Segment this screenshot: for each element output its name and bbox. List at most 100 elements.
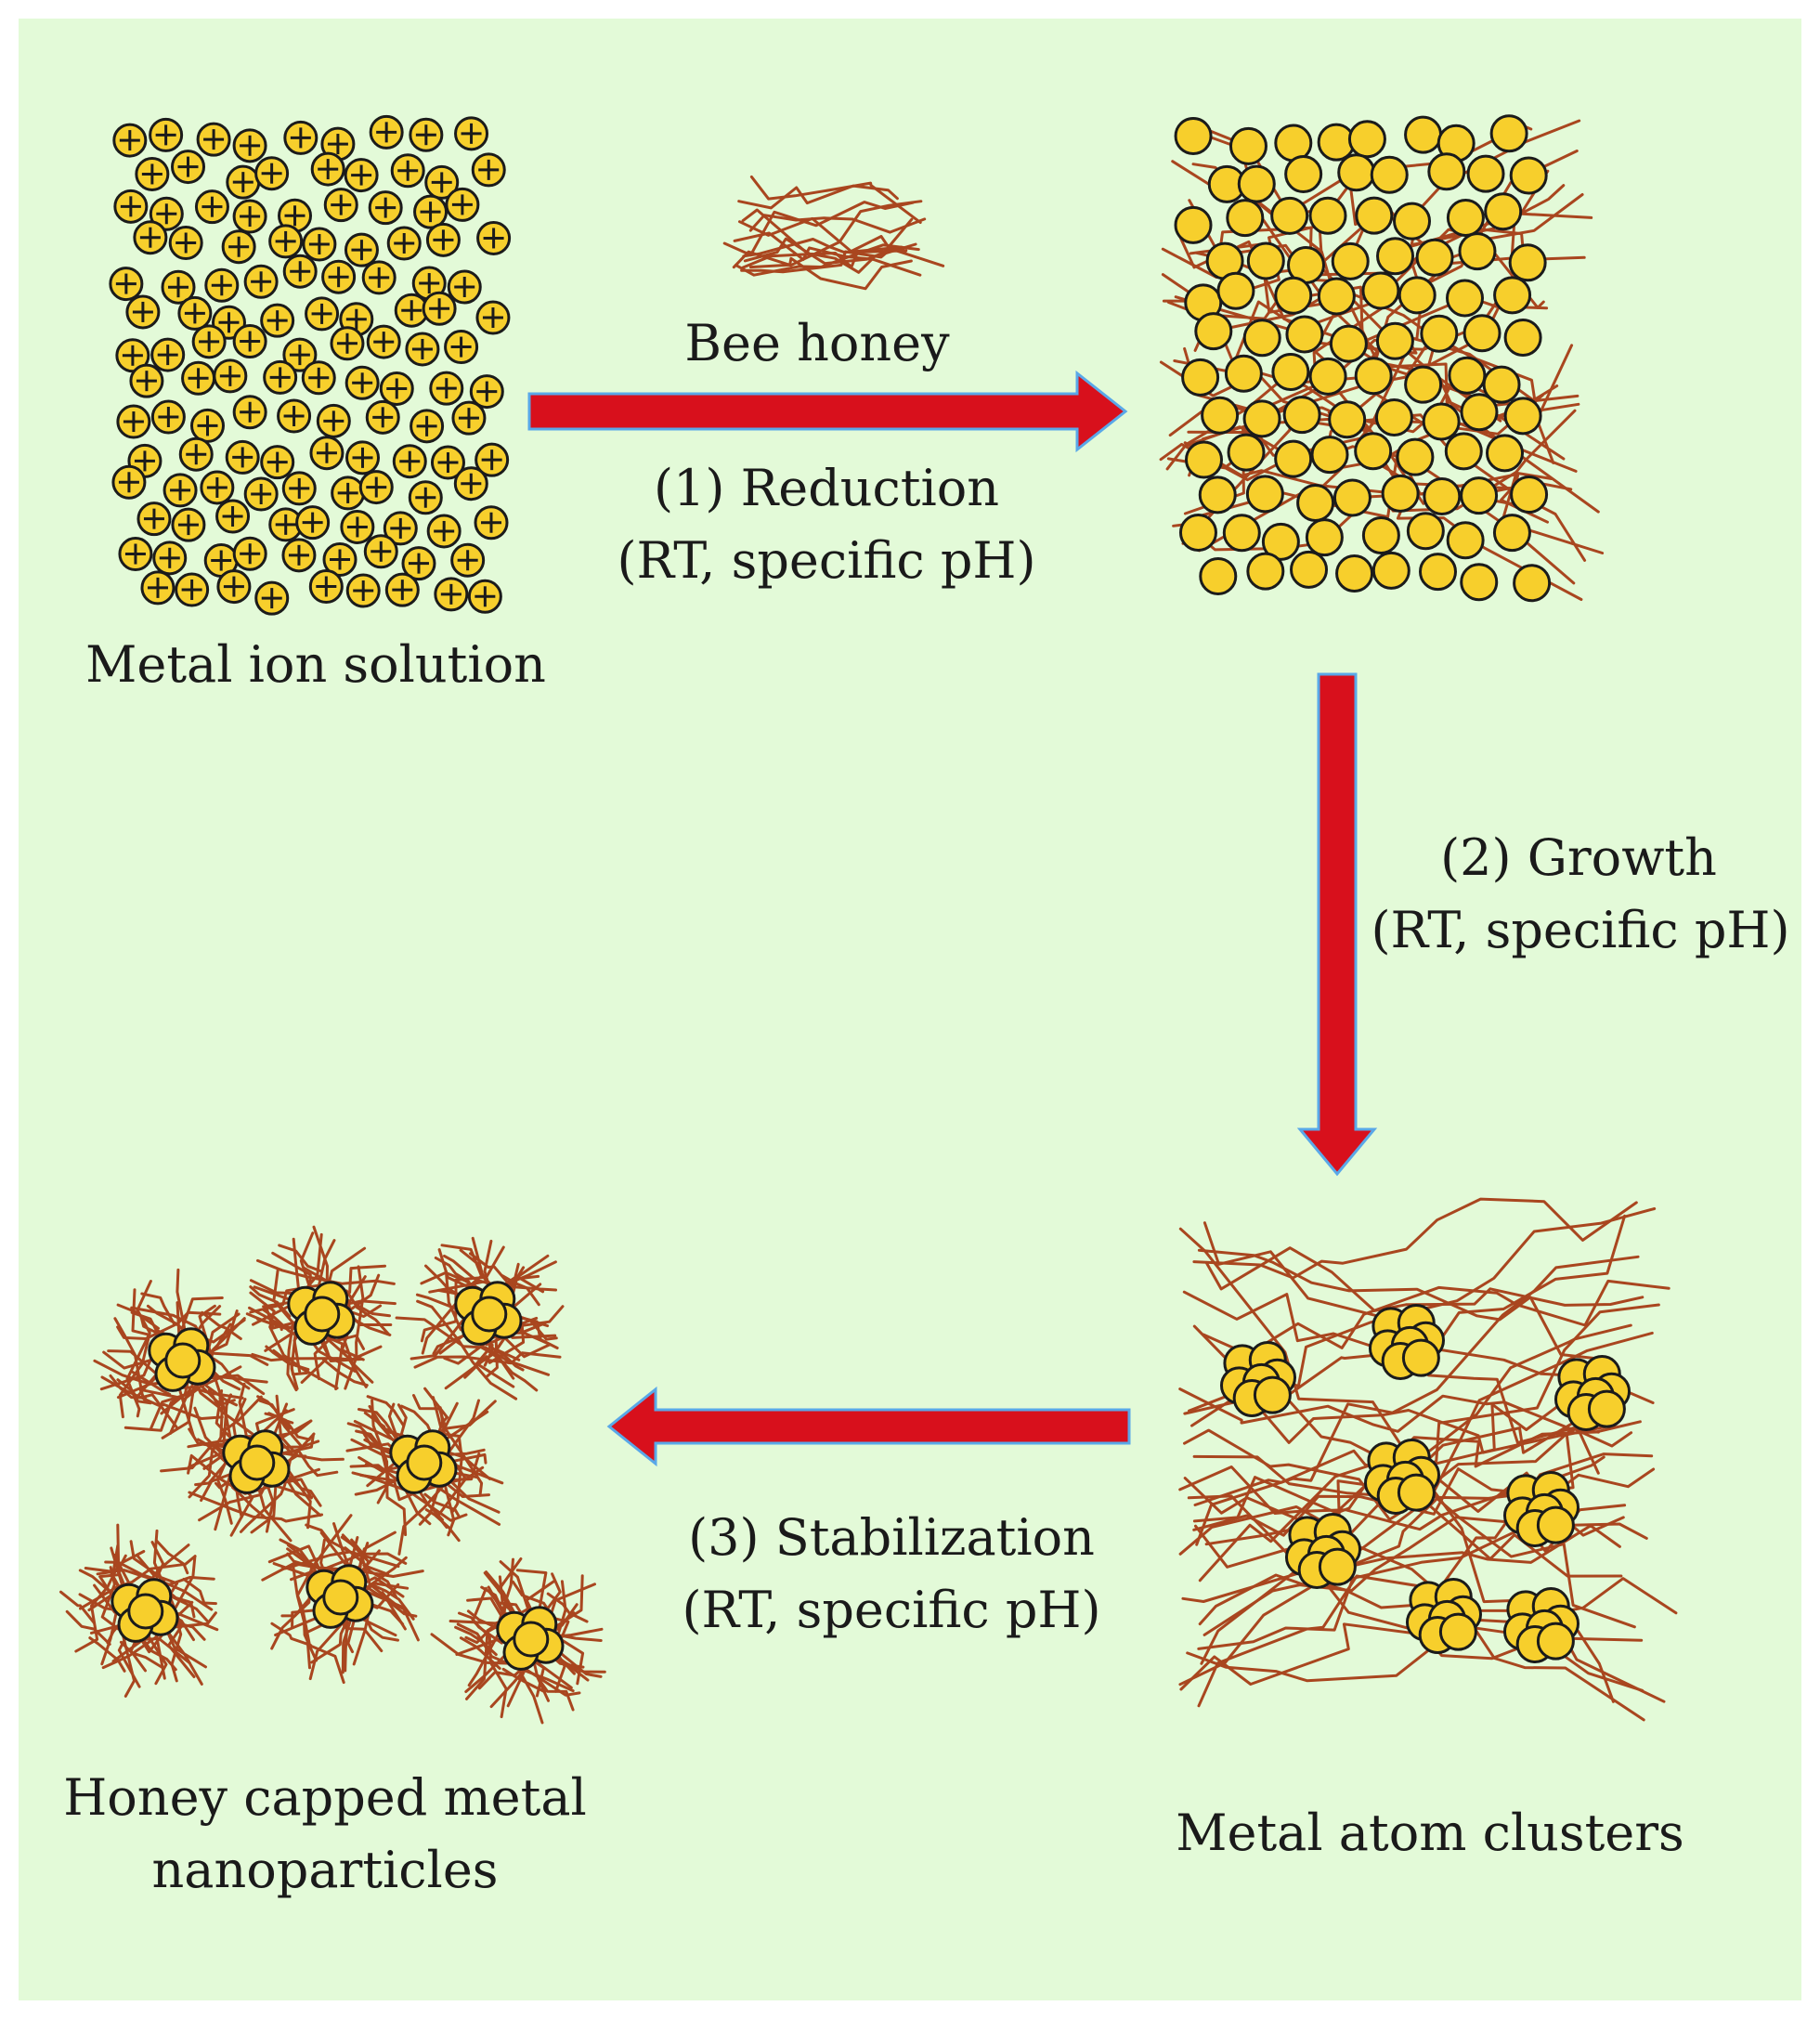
metal-ion-plus-icon <box>450 542 486 578</box>
honey-strand-icon <box>1178 1387 1600 1434</box>
honey-strand-icon <box>1192 1420 1642 1523</box>
metal-ion-plus-icon <box>340 509 375 544</box>
metal-atom-icon <box>1370 155 1409 194</box>
honey-strand-icon <box>278 1244 322 1273</box>
metal-ion-plus-icon <box>310 151 345 187</box>
honey-strand-icon <box>459 1636 501 1670</box>
metal-ion-plus-icon <box>140 570 176 606</box>
honey-strand-icon <box>1187 1494 1645 1722</box>
metal-ion-plus-icon <box>263 359 298 395</box>
label-growth-step: (2) Growth <box>1440 828 1717 887</box>
metal-atom-icon <box>513 1621 550 1658</box>
metal-atom-icon <box>1282 396 1321 435</box>
honey-strand-icon <box>248 1306 283 1332</box>
metal-ion-plus-icon <box>118 537 153 572</box>
metal-atom-icon <box>1406 512 1445 551</box>
metal-ion-plus-icon <box>345 573 381 608</box>
metal-ion-plus-icon <box>113 189 149 224</box>
honey-strand-icon <box>501 1667 547 1694</box>
metal-ion-plus-icon <box>177 295 213 331</box>
metal-ion-plus-icon <box>476 220 512 255</box>
honey-strand-icon <box>749 175 922 225</box>
metal-atom-icon <box>1361 515 1400 554</box>
metal-ion-plus-icon <box>282 337 318 372</box>
metal-atom-icon <box>1404 115 1443 154</box>
metal-ion-plus-icon <box>369 114 404 150</box>
metal-ion-plus-icon <box>322 541 358 577</box>
metal-ion-plus-icon <box>424 164 460 200</box>
honey-strand-icon <box>240 1432 316 1533</box>
honey-strand-icon <box>118 1280 152 1419</box>
metal-ion-plus-icon <box>204 267 240 303</box>
metal-atom-icon <box>1328 400 1367 439</box>
honey-strand-icon <box>155 1539 189 1575</box>
metal-atom-icon <box>1508 243 1547 282</box>
honey-strand-icon <box>109 1374 148 1400</box>
honey-strand-icon <box>413 1351 562 1369</box>
metal-atom-icon <box>1329 324 1368 363</box>
metal-ion-plus-icon <box>254 156 290 191</box>
honey-strand-icon <box>443 1254 479 1283</box>
metal-atom-icon <box>1305 518 1344 557</box>
metal-atom-icon <box>1194 312 1233 351</box>
metal-atom-icon <box>1227 433 1266 472</box>
honey-strand-icon <box>131 1371 172 1396</box>
metal-atom-cluster <box>1368 1303 1446 1381</box>
metal-ion-plus-icon <box>260 303 295 338</box>
metal-atom-icon <box>239 1444 276 1481</box>
metal-atom-icon <box>1423 476 1462 515</box>
metal-atom-icon <box>1422 402 1461 441</box>
metal-atom-cluster <box>1284 1512 1362 1590</box>
honey-capped-nanoparticle <box>245 1225 396 1392</box>
honey-strand-icon <box>212 1357 251 1390</box>
honey-strand-icon <box>737 184 899 210</box>
metal-atom-icon <box>1482 365 1521 404</box>
label-reduction-conditions: (RT, specific pH) <box>617 531 1036 590</box>
metal-ion-plus-icon <box>474 505 509 541</box>
metal-atom-icon <box>1460 476 1499 515</box>
metal-ion-plus-icon <box>129 363 164 398</box>
honey-capped-nanoparticle <box>430 1557 606 1725</box>
metal-atom-icon <box>1438 1612 1477 1651</box>
metal-atom-icon <box>1401 1338 1440 1377</box>
bee-honey-graphic <box>722 175 945 291</box>
metal-atom-icon <box>1222 514 1261 553</box>
metal-atom-icon <box>1296 484 1335 523</box>
honey-strand-icon <box>734 243 920 277</box>
metal-ion-plus-icon <box>116 404 151 439</box>
metal-ion-plus-icon <box>277 398 312 434</box>
metal-ion-plus-icon <box>301 360 336 396</box>
honey-strand-icon <box>305 1523 351 1554</box>
metal-ion-plus-icon <box>401 546 436 581</box>
metal-ion-plus-icon <box>295 505 331 541</box>
metal-ion-plus-icon <box>161 269 196 305</box>
metal-ion-plus-icon <box>125 294 161 330</box>
metal-ion-plus-icon <box>162 473 198 508</box>
metal-atom-icon <box>1335 554 1374 593</box>
honey-strand-icon <box>355 1306 390 1336</box>
honey-strand-icon <box>438 1322 547 1355</box>
metal-ion-plus-icon <box>194 189 229 225</box>
metal-ion-plus-icon <box>111 464 147 500</box>
metal-atom-cluster <box>1502 1586 1580 1664</box>
metal-atom-icon <box>1181 358 1220 397</box>
metal-atom-icon <box>1332 478 1372 517</box>
metal-ion-plus-icon <box>226 164 261 200</box>
metal-ion-plus-icon <box>344 158 379 193</box>
metal-atom-icon <box>1374 397 1413 436</box>
metal-ion-plus-icon <box>323 188 358 223</box>
metal-ion-plus-icon <box>136 501 172 537</box>
metal-atom-icon <box>1361 271 1400 310</box>
metal-ion-plus-icon <box>168 225 203 260</box>
honey-strand-icon <box>1183 1428 1623 1578</box>
metal-atom-icon <box>1271 352 1310 391</box>
metal-atom-icon <box>1372 551 1410 590</box>
metal-ion-plus-icon <box>405 332 440 367</box>
metal-atom-icon <box>1536 1505 1575 1544</box>
metal-ion-plus-icon <box>368 190 403 226</box>
metal-atom-icon <box>1404 365 1443 404</box>
metal-ion-plus-icon <box>361 260 396 295</box>
metal-atom-icon <box>1246 241 1285 280</box>
metal-atom-icon <box>1536 1622 1575 1661</box>
metal-atom-icon <box>1242 319 1281 358</box>
